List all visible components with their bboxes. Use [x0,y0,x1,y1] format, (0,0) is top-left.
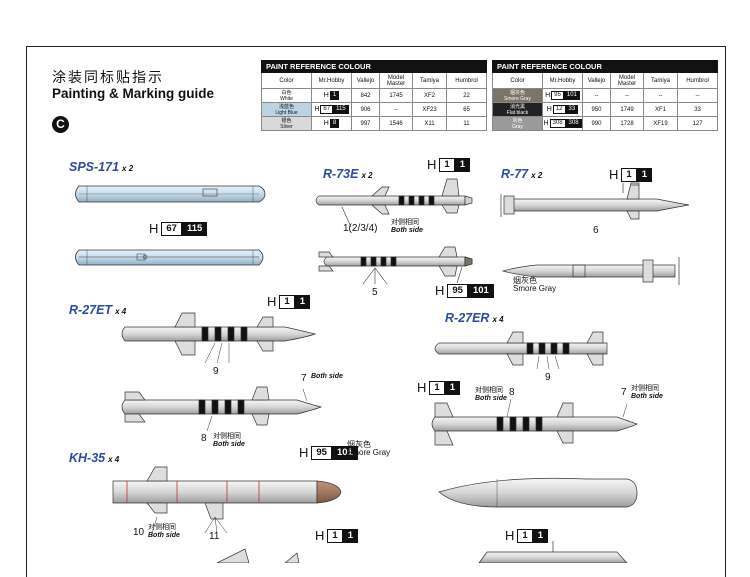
r27er-missile-bottom [431,398,638,446]
external-tank [438,477,638,508]
title-chinese: 涂装同标贴指示 [52,70,164,86]
r27et-callout-8: 8 [201,433,207,444]
vallejo-cell: 997 [351,116,380,131]
sps171-pod-bottom [75,249,264,266]
partial-bottom-fins [216,541,628,563]
col-header: Humbrol [676,72,719,89]
r27et-missile-top [121,312,317,364]
r27et-callout-7-note: Both side [311,373,343,380]
r73e-callout-5: 5 [372,287,378,298]
r27er-callout-7: 7 [621,387,627,398]
r27er-callout-9: 9 [545,372,551,383]
r77-missile-top [500,182,690,220]
r27er-callout-8: 8 [509,387,515,398]
kh35-callout-10: 10 [133,527,145,538]
r27et-callout-7: 7 [301,373,307,384]
humbrol-cell: 127 [676,116,719,131]
section-badge: C [52,116,69,133]
paint-table-caption: PAINT REFERENCE COLOUR [491,60,719,73]
sps171-pod-top [75,185,266,203]
kh35-missile [112,466,342,538]
r73e-missile-bottom [318,246,473,285]
r27er-missile-top [434,331,608,370]
paint-table-caption: PAINT REFERENCE COLOUR [260,60,488,73]
paint-table-right: PAINT REFERENCE COLOUR Color Mr.Hobby Va… [491,60,719,131]
title-english: Painting & Marking guide [52,86,215,101]
r73e-callout-1: 1(2/3/4) [343,223,378,234]
r27et-callout-9: 9 [213,366,219,377]
paint-table-left: PAINT REFERENCE COLOUR Color Mr.Hobby Va… [260,60,488,131]
r27et-missile-bottom [121,386,323,432]
tamiya-cell: XF19 [643,116,678,131]
r77-callout-6: 6 [593,225,599,236]
vallejo-cell: 990 [582,116,611,131]
r77-missile-bottom [501,257,680,285]
instruction-sheet: 涂装同标贴指示 Painting & Marking guide C PAINT… [26,46,726,577]
missile-drawings [75,178,690,563]
r73e-missile-top [315,178,473,228]
humbrol-cell: 11 [445,116,488,131]
kh35-callout-11: 11 [209,531,220,542]
